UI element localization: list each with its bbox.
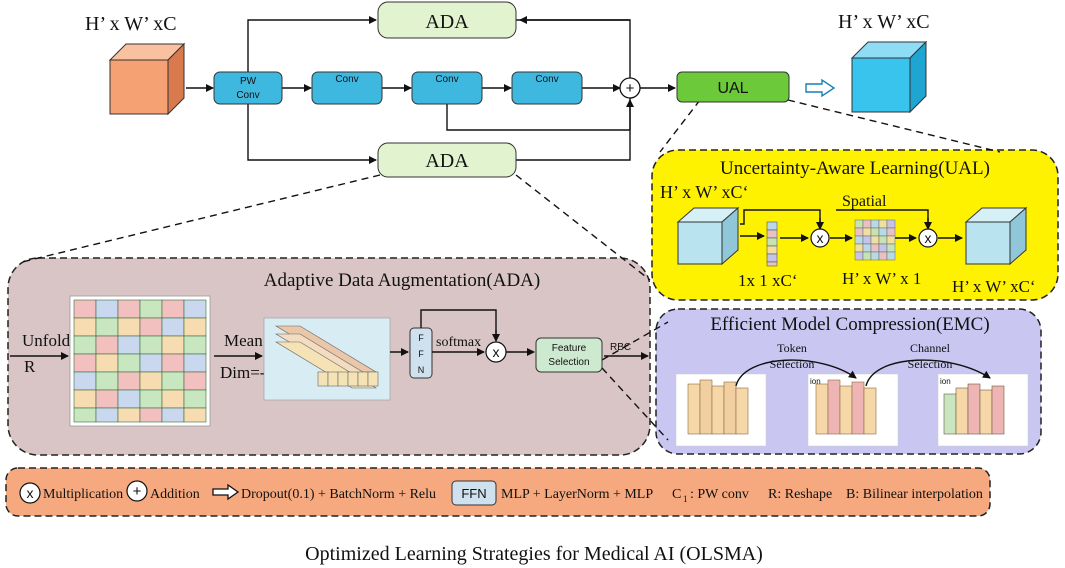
- ada-rbc: RBC: [610, 342, 631, 353]
- ada-ffn-f2: F: [418, 349, 424, 359]
- ada-mult-symbol: x: [493, 344, 500, 360]
- flow-arrows-top: [186, 16, 676, 164]
- legend-r-text: R: Reshape: [768, 487, 832, 502]
- legend-ffn-text: FFN: [461, 486, 486, 501]
- emc-channel-label-2: Selection: [908, 357, 953, 371]
- ual-arrows: [740, 209, 963, 242]
- ual-block-label: UAL: [717, 80, 748, 97]
- emc-token-group-3: ion: [937, 373, 1029, 447]
- conv-label-1: Conv: [335, 74, 358, 85]
- ada-top-label: ADA: [425, 11, 469, 33]
- legend-mult-label: Multiplication: [43, 487, 123, 502]
- conv-block-1: [311, 71, 383, 105]
- ada-dim: Dim=-1: [220, 363, 274, 382]
- legend-mult-symbol: x: [27, 485, 34, 501]
- ada-token-stack: [263, 317, 391, 401]
- ada-softmax-arrows: [420, 309, 649, 360]
- emc-token-group-1: [675, 373, 767, 447]
- ada-block-top: [377, 1, 517, 39]
- ual-block: [676, 71, 790, 103]
- ual-mult-2: [918, 228, 938, 248]
- legend-c1-label: C: [672, 487, 681, 502]
- ual-input-dim: H’ x W’ xC‘: [660, 182, 748, 202]
- ada-title: Adaptive Data Augmentation(ADA): [264, 270, 540, 291]
- conv-label-3: Conv: [535, 74, 558, 85]
- plus-symbol: +: [626, 80, 635, 97]
- legend-c1-text: : PW conv: [690, 487, 749, 502]
- ual-spatial-label: Spatial: [842, 193, 887, 210]
- input-cube: [108, 42, 186, 116]
- legend-add-label: Addition: [150, 487, 200, 502]
- emc-token-label-1: Token: [777, 341, 807, 355]
- emc-title: Efficient Model Compression(EMC): [710, 314, 989, 335]
- legend-ffn-label: MLP + LayerNorm + MLP: [501, 487, 653, 502]
- legend-add-icon: [126, 480, 148, 502]
- figure-caption: Optimized Learning Strategies for Medica…: [305, 543, 763, 565]
- ada-ffn-f1: F: [418, 333, 424, 343]
- pw-conv-label: PW: [240, 76, 257, 87]
- ada-feature-label-1: Feature: [552, 343, 587, 354]
- ada-unfold: Unfold: [22, 331, 71, 350]
- emc-curved-arrows: [735, 359, 991, 387]
- zoom-connectors: [21, 99, 1001, 441]
- ada-bottom-label: ADA: [425, 150, 469, 172]
- input-dim-label: H’ x W’ xC: [85, 13, 177, 35]
- ual-map-dim: H’ x W’ x 1: [842, 269, 921, 288]
- ual-mult-1: [810, 228, 830, 248]
- output-dim-label: H’ x W’ xC: [838, 11, 930, 33]
- emc-mark-2: ion: [940, 377, 951, 386]
- ada-r: R: [24, 357, 36, 376]
- legend-panel: [5, 467, 991, 517]
- conv-block-3: [511, 71, 583, 105]
- pw-conv-block: [213, 71, 283, 105]
- legend-mult-icon: [19, 482, 41, 504]
- ada-mosaic-grid: [69, 295, 211, 427]
- output-cube: [850, 40, 928, 114]
- conv-label-2: Conv: [435, 74, 458, 85]
- ual-output-cube: [964, 206, 1028, 266]
- ada-mult-node: [485, 341, 507, 363]
- legend-c1-sub: 1: [683, 494, 688, 504]
- ada-ffn-n: N: [418, 365, 425, 375]
- ada-softmax: softmax: [436, 335, 481, 350]
- ual-title: Uncertainty-Aware Learning(UAL): [720, 158, 990, 179]
- ual-spatial-map: [854, 219, 896, 261]
- legend-arrow-label: Dropout(0.1) + BatchNorm + Relu: [241, 487, 436, 502]
- emc-mark-1: ion: [810, 377, 821, 386]
- ada-feature-selection-box: [535, 337, 603, 373]
- pw-conv-label-2: Conv: [236, 90, 259, 101]
- legend-add-symbol: +: [133, 483, 142, 500]
- ual-mult-1-symbol: x: [817, 230, 824, 246]
- ual-input-cube: [676, 206, 740, 266]
- emc-channel-label-1: Channel: [910, 341, 951, 355]
- emc-token-group-2: ion: [807, 373, 899, 447]
- plus-node: [619, 77, 641, 99]
- legend-ffn-box: [451, 480, 497, 506]
- ada-mean: Mean: [224, 331, 263, 350]
- legend-b-text: B: Bilinear interpolation: [846, 487, 983, 502]
- legend-hollow-arrow-icon: [212, 483, 240, 501]
- hollow-arrow-output: [805, 78, 836, 98]
- ada-block-bottom: [377, 142, 517, 178]
- ual-mult-2-symbol: x: [925, 230, 932, 246]
- emc-token-label-2: Selection: [770, 357, 815, 371]
- ual-vector: [766, 221, 778, 267]
- conv-block-2: [411, 71, 483, 105]
- ual-output-dim: H’ x W’ xC‘: [952, 277, 1036, 296]
- ada-feature-label-2: Selection: [548, 357, 589, 368]
- ual-vector-dim: 1x 1 xC‘: [738, 271, 798, 290]
